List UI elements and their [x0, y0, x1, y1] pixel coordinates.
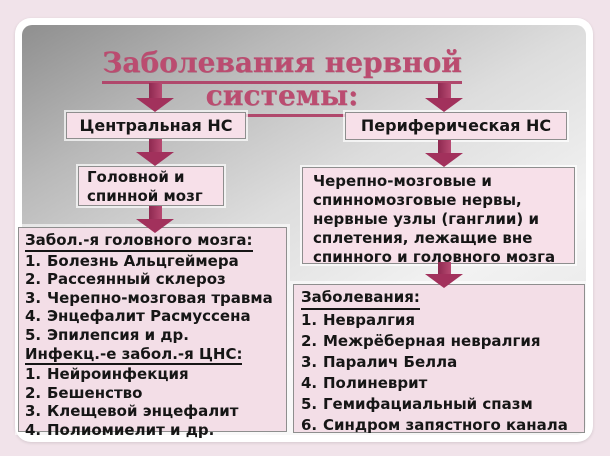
arrow-stem	[148, 206, 162, 219]
item-label: Бешенство	[47, 383, 143, 402]
arrow-head	[425, 274, 463, 288]
item-label: Полиомиелит и др.	[47, 420, 215, 439]
item-number: 3.	[25, 402, 42, 421]
peripheral-diseases-list: Заболевания: 1. Невралгия 2. Межрёберная…	[293, 284, 585, 436]
list-item: 2. Бешенство	[25, 384, 284, 403]
organ-line: спинной мозг	[87, 187, 203, 205]
peripheral-ns-box: Периферическая НС	[345, 112, 567, 140]
item-label: Полиневрит	[323, 374, 428, 392]
list-item: 1. Невралгия	[301, 310, 582, 331]
arrow-stem	[148, 139, 162, 152]
desc-line: спинного и головного мозга	[313, 248, 556, 266]
peripheral-desc-box: Черепно-мозговые и спинномозговые нервы,…	[302, 167, 575, 266]
page-title-text: Заболевания нервной системы:	[102, 46, 462, 117]
item-number: 4.	[301, 374, 318, 392]
desc-line: нервные узлы (ганглии) и	[313, 210, 539, 228]
item-label: Рассеянный склероз	[47, 270, 226, 289]
item-number: 6.	[301, 416, 318, 434]
list-header: Забол.-я головного мозга:	[25, 231, 284, 252]
arrow-stem	[437, 262, 451, 274]
list-item: 3. Паралич Белла	[301, 352, 582, 373]
list-header-text: Инфекц.-е забол.-я ЦНС:	[25, 345, 243, 366]
item-number: 4.	[25, 307, 42, 326]
item-number: 1.	[25, 365, 42, 384]
central-ns-label: Центральная НС	[79, 116, 233, 135]
list-item: 3. Клещевой энцефалит	[25, 402, 284, 421]
item-number: 2.	[25, 270, 42, 289]
arrow-head	[425, 98, 463, 112]
list-item: 5. Гемифациальный спазм	[301, 394, 582, 415]
item-label: Клещевой энцефалит	[47, 402, 239, 421]
list-item: 1. Нейроинфекция	[25, 365, 284, 384]
arrow-stem	[437, 140, 451, 153]
arrow-title-to-peripheral	[425, 83, 463, 112]
arrow-stem	[148, 83, 162, 98]
arrow-title-to-central	[136, 83, 174, 112]
list-item: 2. Межрёберная невралгия	[301, 331, 582, 352]
arrow-central-to-organ	[136, 139, 174, 166]
arrow-organ-to-left-list	[136, 206, 174, 233]
list-item: 4. Полиомиелит и др.	[25, 421, 284, 440]
item-number: 2.	[301, 332, 318, 350]
list-header-text: Забол.-я головного мозга:	[25, 231, 253, 252]
list-item: 2. Рассеянный склероз	[25, 270, 284, 289]
central-diseases-list: Забол.-я головного мозга: 1. Болезнь Аль…	[18, 227, 287, 439]
desc-line: сплетения, лежащие вне	[313, 229, 533, 247]
item-label: Синдром запястного канала	[323, 416, 568, 434]
arrow-stem	[437, 83, 451, 98]
item-label: Паралич Белла	[323, 353, 458, 371]
central-organ-box: Головной и спинной мозг	[78, 166, 224, 206]
arrow-peripheral-to-desc	[425, 140, 463, 167]
item-label: Эпилепсия и др.	[47, 325, 189, 344]
item-number: 2.	[25, 383, 42, 402]
arrow-desc-to-right-list	[425, 262, 463, 288]
item-label: Энцефалит Расмуссена	[47, 307, 251, 326]
item-label: Межрёберная невралгия	[323, 332, 541, 350]
arrow-head	[136, 98, 174, 112]
list-header-text: Заболевания:	[301, 287, 420, 310]
item-label: Болезнь Альцгеймера	[47, 251, 239, 270]
desc-line: Черепно-мозговые и	[313, 172, 492, 190]
item-number: 3.	[301, 353, 318, 371]
list-item: 6. Синдром запястного канала	[301, 415, 582, 436]
item-label: Невралгия	[323, 311, 416, 329]
central-ns-box: Центральная НС	[66, 112, 246, 139]
organ-line: Головной и	[87, 168, 185, 186]
arrow-head	[425, 153, 463, 167]
arrow-head	[136, 219, 174, 233]
desc-line: спинномозговые нервы,	[313, 191, 522, 209]
item-number: 5.	[25, 325, 42, 344]
arrow-head	[136, 152, 174, 166]
page-title: Заболевания нервной системы:	[22, 46, 542, 117]
list-item: 1. Болезнь Альцгеймера	[25, 252, 284, 271]
item-label: Гемифациальный спазм	[323, 395, 533, 413]
list-header: Заболевания:	[301, 287, 582, 310]
item-number: 5.	[301, 395, 318, 413]
peripheral-ns-label: Периферическая НС	[360, 116, 552, 135]
list-item: 3. Черепно-мозговая травма	[25, 289, 284, 308]
item-number: 1.	[301, 311, 318, 329]
list-header: Инфекц.-е забол.-я ЦНС:	[25, 345, 284, 366]
item-number: 1.	[25, 251, 42, 270]
list-item: 4. Полиневрит	[301, 373, 582, 394]
item-number: 3.	[25, 288, 42, 307]
list-item: 4. Энцефалит Расмуссена	[25, 307, 284, 326]
item-label: Черепно-мозговая травма	[47, 288, 273, 307]
item-number: 4.	[25, 420, 42, 439]
list-item: 5. Эпилепсия и др.	[25, 326, 284, 345]
item-label: Нейроинфекция	[47, 365, 189, 384]
